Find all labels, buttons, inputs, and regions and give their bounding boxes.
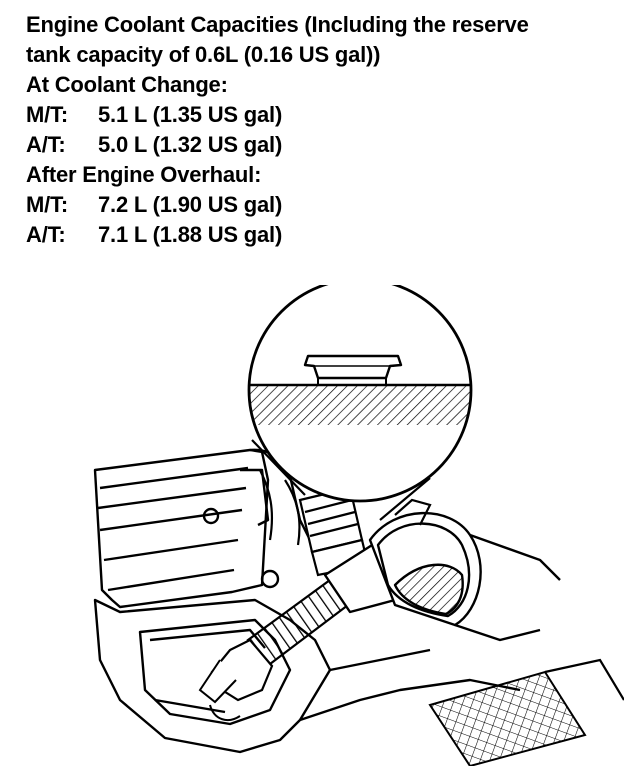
coolant-fill-illustration: [93, 285, 624, 766]
row-value: 5.0 L (1.32 US gal): [98, 132, 283, 157]
funnel: [323, 511, 561, 642]
row-value: 5.1 L (1.35 US gal): [98, 102, 283, 127]
coolant-change-title: At Coolant Change:: [26, 72, 228, 97]
overhaul-mt-row: M/T: 7.2 L (1.90 US gal): [26, 190, 616, 220]
heading-line-1: Engine Coolant Capacities (Including the…: [26, 12, 529, 37]
coolant-capacity-specs: Engine Coolant Capacities (Including the…: [26, 10, 616, 250]
engine-body: [93, 448, 312, 609]
overhaul-title: After Engine Overhaul:: [26, 162, 262, 187]
row-value: 7.1 L (1.88 US gal): [98, 222, 283, 247]
magnifier-leader: [251, 439, 431, 521]
row-value: 7.2 L (1.90 US gal): [98, 192, 283, 217]
heading-line-2: tank capacity of 0.6L (0.16 US gal)): [26, 42, 381, 67]
magnified-detail: [247, 285, 473, 503]
row-label: A/T:: [26, 222, 66, 247]
overhaul-at-row: A/T: 7.1 L (1.88 US gal): [26, 220, 616, 250]
coolant-change-mt-row: M/T: 5.1 L (1.35 US gal): [26, 100, 616, 130]
coolant-change-at-row: A/T: 5.0 L (1.32 US gal): [26, 130, 616, 160]
row-label: M/T:: [26, 192, 68, 217]
radiator-core: [428, 670, 587, 766]
row-label: A/T:: [26, 132, 66, 157]
row-label: M/T:: [26, 102, 68, 127]
